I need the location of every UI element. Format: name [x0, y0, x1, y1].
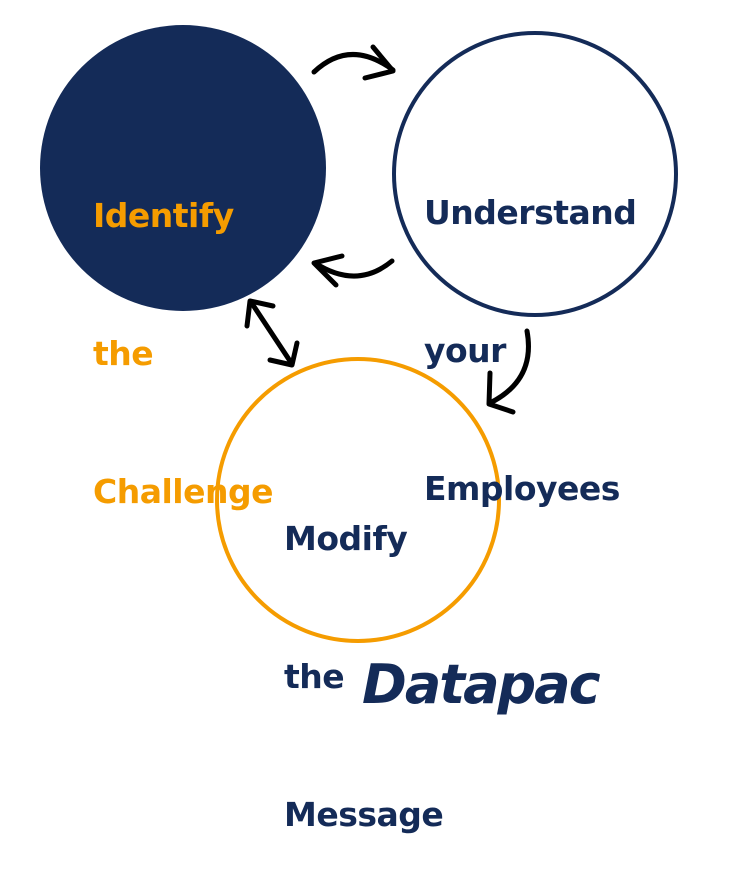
arrow-identify-modify-double	[244, 298, 300, 368]
node-identify-line-2: the	[93, 334, 154, 373]
node-understand-line-2: your	[424, 331, 506, 370]
arrows-layer	[244, 44, 531, 415]
node-modify-line-1: Modify	[284, 519, 408, 558]
datapac-logo: Datapac	[362, 653, 601, 716]
arrow-understand-to-modify	[486, 328, 531, 415]
node-identify-line-1: Identify	[93, 196, 234, 235]
node-understand-circle	[392, 31, 678, 317]
node-understand-line-3: Employees	[424, 469, 620, 508]
node-modify-line-3: Message	[284, 795, 444, 834]
arrow-understand-to-identify	[311, 253, 395, 288]
node-understand-line-1: Understand	[424, 193, 637, 232]
node-modify-circle	[215, 357, 501, 643]
node-modify-line-2: the	[284, 657, 345, 696]
node-identify-circle	[40, 25, 326, 311]
arrow-identify-to-understand	[311, 44, 396, 81]
node-identify-label: Identify the Challenge	[93, 101, 273, 561]
node-understand-label: Understand your Employees	[424, 98, 637, 558]
node-identify-line-3: Challenge	[93, 472, 273, 511]
